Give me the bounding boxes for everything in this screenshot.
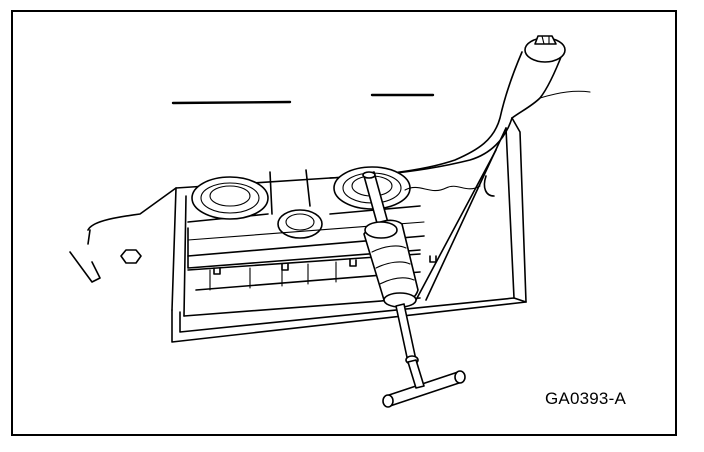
valve-block	[187, 166, 481, 291]
slide-hammer-puller	[362, 171, 466, 408]
sketch-lines-top	[171, 93, 435, 105]
valve-body-housing	[69, 117, 527, 343]
mounting-stud	[329, 35, 591, 179]
figure-frame	[11, 10, 677, 436]
figure-code-label: GA0393-A	[545, 389, 626, 408]
